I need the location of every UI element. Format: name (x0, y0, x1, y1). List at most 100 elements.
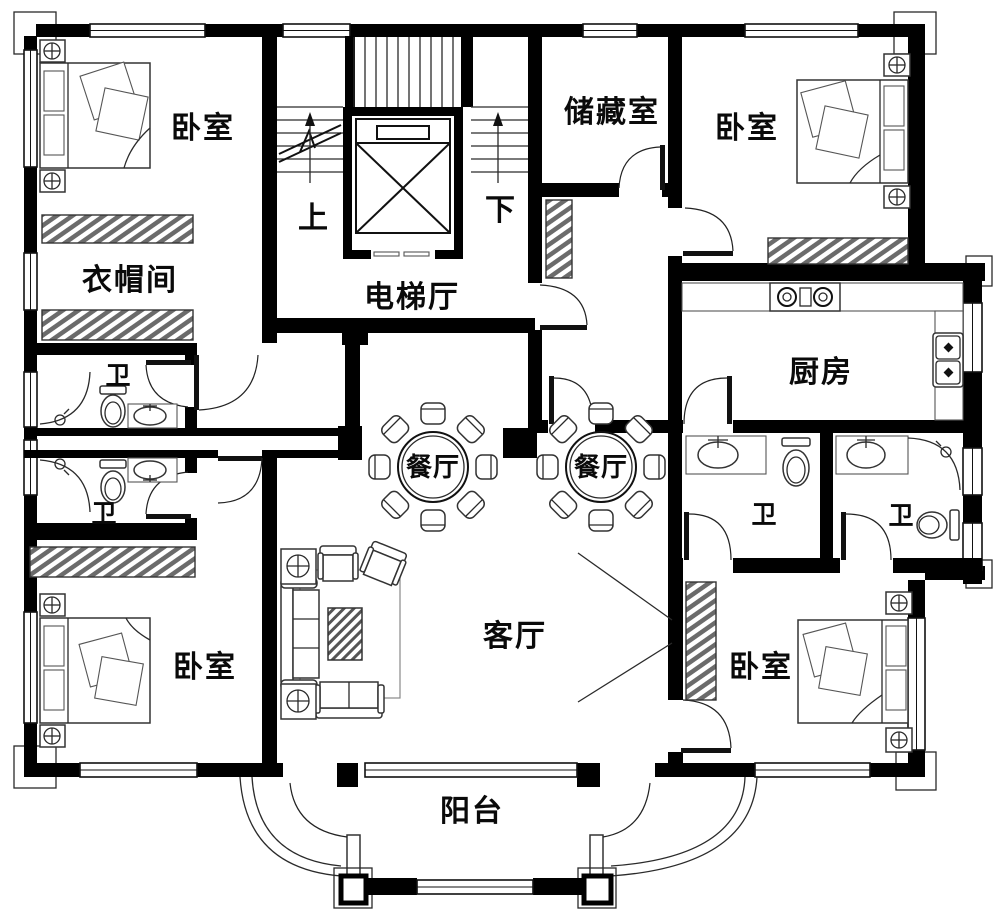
coffee-table (327, 607, 363, 661)
door-bath-left-top (145, 360, 191, 408)
dining-set-right (536, 402, 666, 532)
cloakroom-rack-top (41, 214, 194, 244)
dining-chairs (536, 402, 666, 532)
bathroom-left-bottom-fixtures (39, 457, 178, 513)
window (79, 762, 198, 778)
shower-head-icon (935, 440, 952, 458)
door-bath-right-outer (841, 512, 892, 561)
stair-treads (353, 37, 454, 107)
toilet-icon (99, 385, 127, 428)
room-label-balcony: 阳台 (440, 794, 504, 829)
room-label-living: 客厅 (483, 619, 547, 654)
sofa-loveseat (313, 681, 385, 719)
door-storage (618, 145, 665, 190)
room-label-bath-ro: 卫 (888, 501, 913, 530)
interior-walls (24, 36, 982, 763)
elevator (343, 107, 463, 259)
nightstand (39, 39, 66, 63)
window (23, 49, 38, 168)
room-labels: 卧室 储藏室 卧室 衣帽间 电梯厅 上 下 厨房 卫 卫 餐厅 餐厅 卫 卫 卧… (82, 95, 914, 829)
sink-icon (127, 457, 178, 483)
toilet-icon (99, 459, 127, 504)
sink-icon (697, 436, 739, 469)
sink-icon (846, 436, 886, 469)
stairs-up-label: 上 (298, 201, 330, 236)
door-bedroom-bl-vestibule (217, 456, 263, 504)
window (416, 879, 534, 895)
bathroom-right-outer-fixtures (835, 435, 961, 541)
bed-bottom-right (797, 591, 913, 753)
door-kitchen (683, 376, 732, 425)
door-hallway (549, 376, 594, 425)
sofa-long (280, 577, 320, 691)
room-label-bedroom-tl: 卧室 (171, 111, 235, 146)
cloakroom-rack-bottom (41, 309, 194, 341)
room-label-bedroom-br: 卧室 (729, 650, 793, 685)
door-elevator-hall (539, 284, 588, 330)
nightstand (883, 185, 911, 209)
door-bath-left-bottom (145, 471, 191, 519)
room-label-dining-left: 餐厅 (406, 453, 460, 483)
toilet-icon (781, 437, 811, 487)
wardrobe-bedroom-tr (767, 237, 909, 265)
plant-table (280, 683, 317, 720)
window (23, 252, 38, 311)
nightstand (885, 591, 913, 615)
window (23, 439, 38, 496)
stair-arrow-up (305, 112, 315, 183)
room-label-bath-lb: 卫 (91, 499, 116, 528)
window (23, 611, 38, 724)
sink-icon (127, 403, 178, 429)
room-label-bath-ri: 卫 (751, 500, 776, 529)
window (23, 371, 38, 428)
doors (145, 145, 892, 881)
wardrobe-bedroom-bl (29, 546, 196, 578)
room-label-dining-right: 餐厅 (574, 453, 628, 483)
window (582, 23, 638, 38)
armchair (317, 545, 359, 582)
window (89, 23, 206, 38)
armchair (359, 540, 408, 587)
living-room-furniture (280, 540, 673, 720)
staircase (277, 36, 528, 183)
toilet-icon (916, 509, 960, 541)
bathroom-right-inner-fixtures (685, 435, 811, 487)
bed-bottom-left (39, 593, 151, 748)
shower-head-icon (54, 458, 70, 476)
door-bath-right-inner (684, 512, 732, 561)
nightstand (39, 724, 66, 748)
door-bedroom-br (681, 699, 732, 753)
room-label-elevator-hall: 电梯厅 (364, 280, 460, 315)
room-label-cloakroom: 衣帽间 (82, 263, 178, 298)
kitchen-fixtures (681, 282, 964, 421)
window (962, 302, 983, 373)
bed-top-left (39, 39, 151, 193)
door-balcony-left (289, 782, 361, 881)
shower-head-icon (54, 408, 70, 426)
room-label-bedroom-bl: 卧室 (173, 650, 237, 685)
window (962, 447, 983, 496)
stair-flight-right (471, 106, 528, 173)
stove-icon (769, 282, 841, 312)
room-label-bedroom-tr: 卧室 (715, 111, 779, 146)
hallway-coat-rack (545, 199, 573, 279)
dining-chairs (368, 402, 498, 532)
window (364, 762, 578, 778)
bathroom-left-top-fixtures (39, 371, 178, 429)
bed-top-right (796, 53, 911, 209)
room-label-kitchen: 厨房 (789, 355, 853, 390)
wardrobe-bedroom-br (685, 581, 717, 701)
dining-set-left (368, 402, 498, 532)
window (282, 23, 351, 38)
plant-table (280, 548, 317, 585)
nightstand (39, 169, 66, 193)
stair-arrow-down (493, 112, 503, 183)
kitchen-sink-icon (932, 332, 964, 388)
stairs-down-label: 下 (485, 193, 517, 228)
room-label-storage: 储藏室 (564, 95, 660, 130)
nightstand (883, 53, 911, 77)
nightstand (885, 727, 913, 753)
room-label-bath-lt: 卫 (105, 361, 130, 390)
